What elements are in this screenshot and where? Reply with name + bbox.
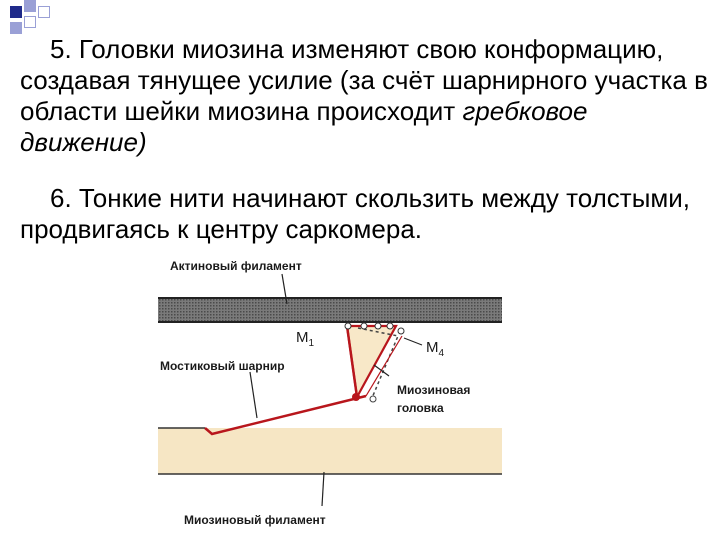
paragraph-5-text: Головки миозина изменяют свою конформаци… — [20, 34, 708, 126]
myosin-head-alt-line — [365, 335, 403, 397]
corner-square-decor — [24, 16, 36, 28]
paragraph-5-italic: гребковое движение) — [20, 96, 588, 157]
leader-head — [373, 364, 390, 377]
leader-m4 — [403, 337, 423, 346]
label-myosin-head-1: Миозиновая — [397, 383, 470, 397]
myosin-filament — [158, 428, 502, 474]
label-myosin-filament: Миозиновый филамент — [184, 513, 326, 527]
paragraph-6-text: Тонкие нити начинают скользить между тол… — [20, 183, 691, 244]
label-m4: M4 — [426, 339, 445, 359]
attachment-site — [397, 327, 405, 335]
leader-myosin — [321, 471, 325, 507]
attachment-site — [360, 322, 368, 330]
label-hinge: Мостиковый шарнир — [160, 359, 285, 373]
paragraph-6: 6. Тонкие нити начинают скользить между … — [20, 183, 710, 245]
corner-square-decor — [38, 6, 50, 18]
myosin-crossbridge-diagram: Актиновый филамент Мостиковый шарнир Мио… — [158, 259, 502, 527]
label-m1: M1 — [296, 329, 315, 349]
corner-square-decor — [10, 6, 22, 18]
actin-filament — [158, 298, 502, 322]
label-myosin-head-2: головка — [397, 401, 444, 415]
attachment-site — [344, 322, 352, 330]
corner-square-decor — [24, 0, 36, 12]
attachment-site — [374, 322, 382, 330]
myosin-head-outline — [345, 325, 359, 398]
crossbridge-hinge-point — [352, 393, 360, 401]
paragraph-6-number: 6. — [50, 183, 72, 213]
label-actin-filament: Актиновый филамент — [170, 259, 302, 273]
paragraph-5-number: 5. — [50, 34, 72, 64]
alt-hinge-point — [369, 395, 377, 403]
myosin-head-alt — [357, 327, 400, 399]
leader-actin — [281, 273, 288, 305]
crossbridge-neck — [204, 394, 367, 436]
attachment-site — [386, 322, 394, 330]
paragraph-5: 5. Головки миозина изменяют свою конформ… — [20, 34, 710, 158]
leader-hinge — [249, 371, 258, 419]
corner-square-decor — [10, 22, 22, 34]
